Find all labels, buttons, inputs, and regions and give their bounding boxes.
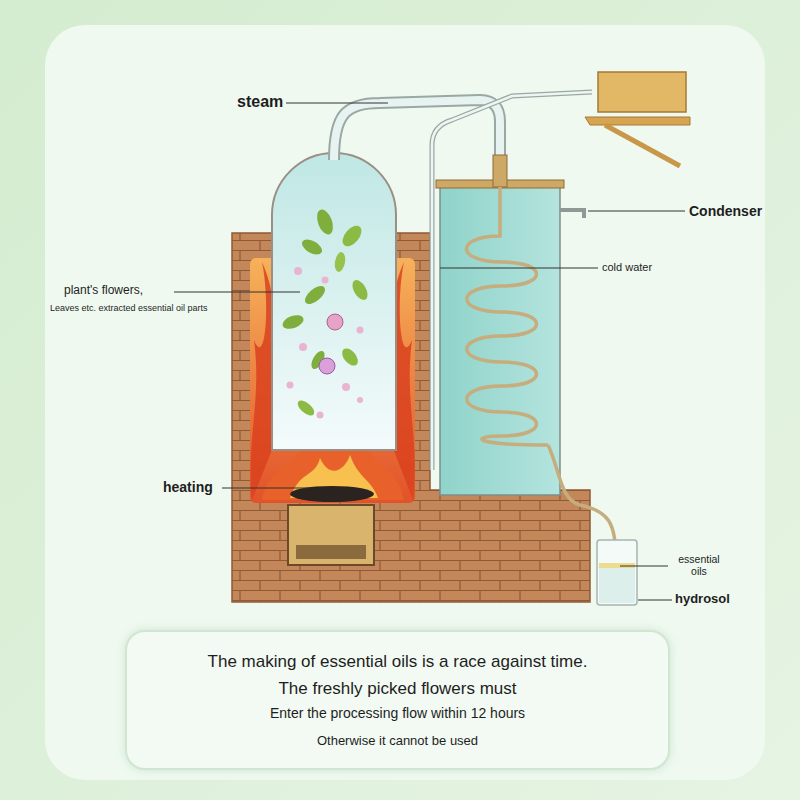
- caption-panel: The making of essential oils is a race a…: [125, 630, 670, 770]
- plant-material: [281, 207, 371, 418]
- petal: [299, 343, 307, 351]
- part-label: essential oils: [670, 553, 728, 577]
- petal: [357, 397, 363, 403]
- leader-line: [620, 566, 668, 567]
- leader-line: [440, 268, 598, 269]
- tank-shelf: [585, 117, 690, 125]
- flower: [319, 358, 335, 374]
- petal: [287, 382, 294, 389]
- leaf: [299, 236, 324, 257]
- condenser-inlet: [493, 155, 507, 187]
- flower: [327, 314, 343, 330]
- leaf: [339, 222, 365, 249]
- condenser-tank: [440, 185, 560, 495]
- petal: [317, 412, 324, 419]
- ash: [296, 545, 366, 559]
- receiver-bottle: [597, 540, 637, 605]
- petal: [357, 327, 364, 334]
- part-label: Leaves etc. extracted essential oil part…: [50, 303, 208, 313]
- part-label: heating: [163, 479, 213, 495]
- caption-line: Otherwise it cannot be used: [317, 733, 478, 749]
- caption-line: The making of essential oils is a race a…: [208, 651, 588, 672]
- leaf: [295, 398, 317, 419]
- leader-line: [174, 292, 300, 293]
- petal: [322, 277, 329, 284]
- water-tank: [598, 72, 686, 112]
- leader-line: [638, 600, 672, 601]
- part-label: hydrosol: [675, 592, 730, 607]
- leaf: [349, 277, 370, 302]
- leader-line: [286, 103, 388, 104]
- part-label: Condenser: [689, 203, 762, 219]
- card: [45, 25, 765, 780]
- ash-box: [288, 505, 374, 565]
- part-label: plant's flowers,: [64, 284, 143, 298]
- leader-line: [588, 211, 685, 212]
- shelf-support: [605, 125, 680, 166]
- leaf: [339, 345, 361, 368]
- caption-line: The freshly picked flowers must: [278, 678, 516, 699]
- leaf: [281, 313, 306, 332]
- leader-lines: [174, 103, 685, 600]
- leader-line: [222, 488, 310, 489]
- condenser-tap: [560, 210, 584, 218]
- caption-line: Enter the processing flow within 12 hour…: [270, 705, 525, 723]
- still-flask: [272, 153, 396, 450]
- part-label: cold water: [602, 261, 652, 274]
- petal: [342, 383, 350, 391]
- cooling-coil: [466, 187, 548, 445]
- leaf: [333, 251, 346, 272]
- leaf: [302, 283, 328, 308]
- petal: [294, 267, 302, 275]
- part-label: steam: [237, 93, 283, 111]
- hydrosol-layer: [599, 568, 635, 603]
- leaf: [314, 207, 336, 236]
